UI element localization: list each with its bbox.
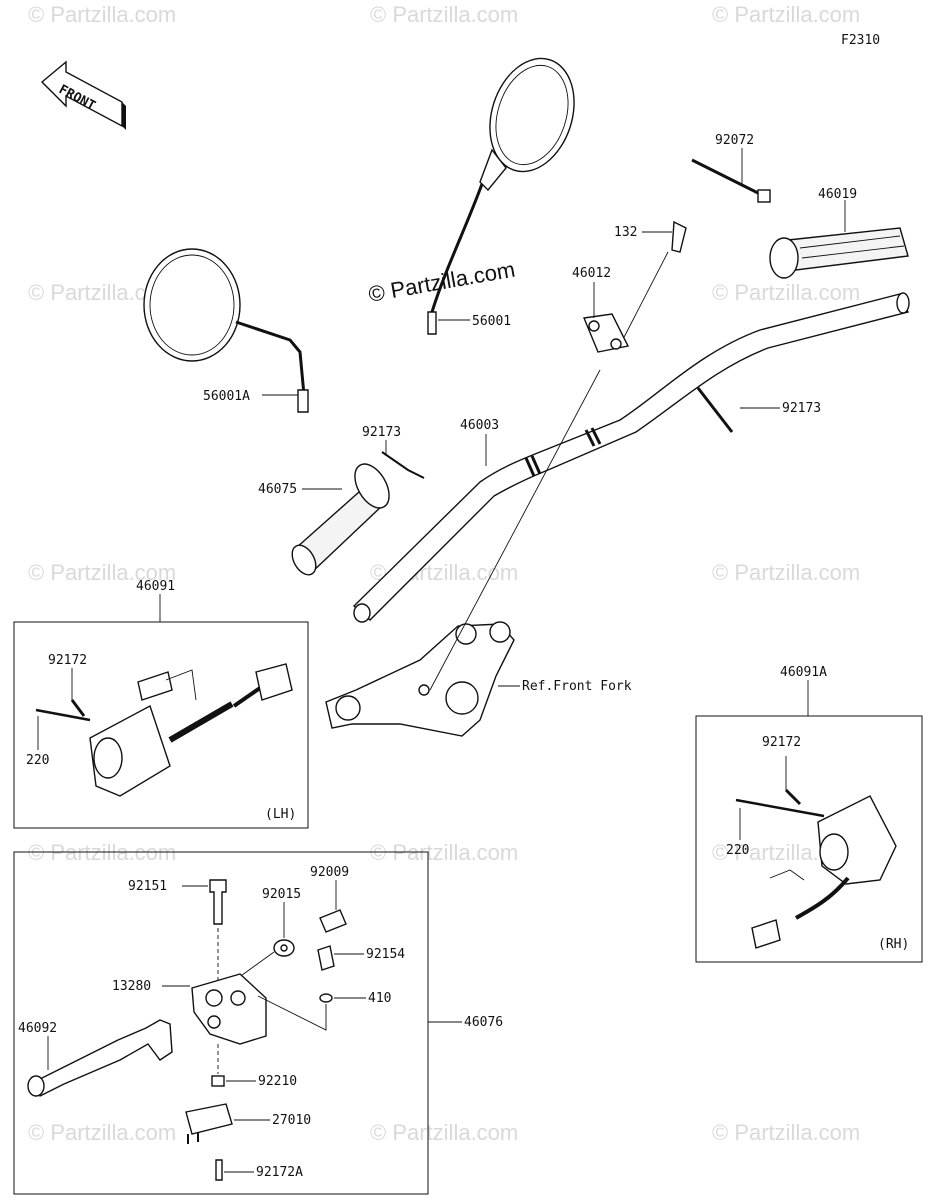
watermark: © Partzilla.com	[28, 1120, 176, 1145]
mirror-right: 56001	[427, 57, 575, 335]
watermark: © Partzilla.com	[370, 2, 518, 27]
label-46075: 46075	[258, 482, 297, 497]
rh-switch-box: 92172 220 (RH)	[695, 715, 923, 963]
bolt-132: 132	[614, 220, 687, 346]
label-92072: 92072	[715, 133, 754, 148]
lever-box: 46076 92151 92009 92015 92154 13280 410	[13, 851, 503, 1195]
label-92172-rh: 92172	[762, 735, 801, 750]
label-132: 132	[614, 225, 637, 240]
label-92172A: 92172A	[256, 1165, 303, 1180]
label-lh: (LH)	[265, 807, 296, 822]
watermarks: © Partzilla.com © Partzilla.com © Partzi…	[28, 2, 860, 1145]
label-46019: 46019	[818, 187, 857, 202]
label-46092: 46092	[18, 1021, 57, 1036]
label-46091: 46091	[136, 579, 175, 594]
watermark: © Partzilla.com	[712, 280, 860, 305]
label-92009: 92009	[310, 865, 349, 880]
label-46012: 46012	[572, 266, 611, 281]
label-56001: 56001	[472, 314, 511, 329]
label-410: 410	[368, 991, 391, 1006]
label-46003: 46003	[460, 418, 499, 433]
band-top: 92072	[691, 133, 771, 203]
label-92173-right: 92173	[782, 401, 821, 416]
label-92210: 92210	[258, 1074, 297, 1089]
watermark: © Partzilla.com	[712, 1120, 860, 1145]
watermark: © Partzilla.com	[370, 1120, 518, 1145]
lh-switch-box: 92172 220 (LH)	[13, 621, 309, 829]
grip-right: 46019	[769, 187, 909, 279]
watermark: © Partzilla.com	[712, 2, 860, 27]
label-220-lh: 220	[26, 753, 49, 768]
label-ref-front-fork: Ref.Front Fork	[522, 679, 632, 694]
mirror-left: 56001A	[143, 248, 309, 413]
label-46076: 46076	[464, 1015, 503, 1030]
handlebar-46003: 46003	[352, 292, 910, 623]
label-92015: 92015	[262, 887, 301, 902]
label-220-rh: 220	[726, 843, 749, 858]
label-rh: (RH)	[878, 937, 909, 952]
front-arrow-icon: FRONT	[40, 60, 126, 130]
grip-left: 46075	[258, 463, 390, 576]
watermark: © Partzilla.com	[712, 560, 860, 585]
label-92173-left: 92173	[362, 425, 401, 440]
front-fork-bracket: Ref.Front Fork	[325, 369, 632, 737]
watermark: © Partzilla.com	[28, 560, 176, 585]
label-13280: 13280	[112, 979, 151, 994]
holder-46012: 46012	[572, 266, 630, 353]
diagram-code: F2310	[841, 33, 880, 48]
label-46091A: 46091A	[780, 665, 827, 680]
label-92172-lh: 92172	[48, 653, 87, 668]
label-56001A: 56001A	[203, 389, 250, 404]
band-right: 92173	[696, 387, 821, 433]
band-left: 92173	[362, 425, 425, 479]
label-92154: 92154	[366, 947, 405, 962]
watermark: © Partzilla.com	[28, 2, 176, 27]
label-27010: 27010	[272, 1113, 311, 1128]
label-92151: 92151	[128, 879, 167, 894]
